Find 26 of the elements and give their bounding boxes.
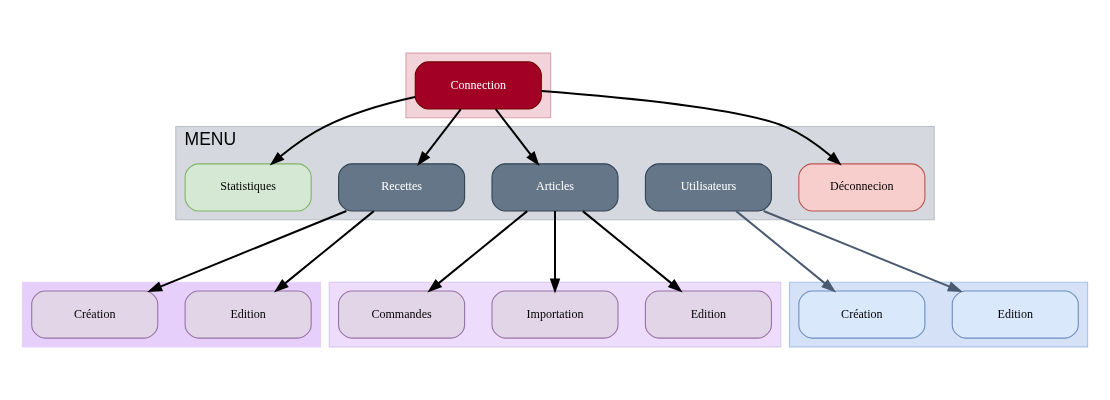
- cluster: [405, 52, 552, 119]
- node-box: Utilisateurs: [644, 163, 772, 212]
- node-box: Connection: [414, 61, 542, 110]
- cluster: [328, 281, 782, 348]
- arrow: [269, 96, 416, 166]
- arrow: [147, 210, 348, 293]
- node-box: Statistiques: [184, 163, 312, 212]
- arrow: [417, 108, 462, 167]
- arrow: [494, 108, 540, 167]
- node-box: Articles: [491, 163, 619, 212]
- arrow: [762, 210, 963, 293]
- node-box: Importation: [491, 290, 619, 339]
- arrow: [581, 210, 683, 293]
- arrow: [735, 210, 837, 293]
- arrow: [540, 89, 842, 166]
- node-box: Edition: [644, 290, 772, 339]
- node-box: Commandes: [338, 290, 466, 339]
- node-box: Création: [31, 290, 159, 339]
- node-box: Création: [798, 290, 926, 339]
- node-box: Recettes: [338, 163, 466, 212]
- node-box: Edition: [184, 290, 312, 339]
- node-box: Déconnecion: [798, 163, 926, 212]
- arrow: [549, 210, 561, 294]
- node-box: Edition: [951, 290, 1079, 339]
- arrow: [427, 210, 529, 293]
- arrow: [273, 210, 375, 293]
